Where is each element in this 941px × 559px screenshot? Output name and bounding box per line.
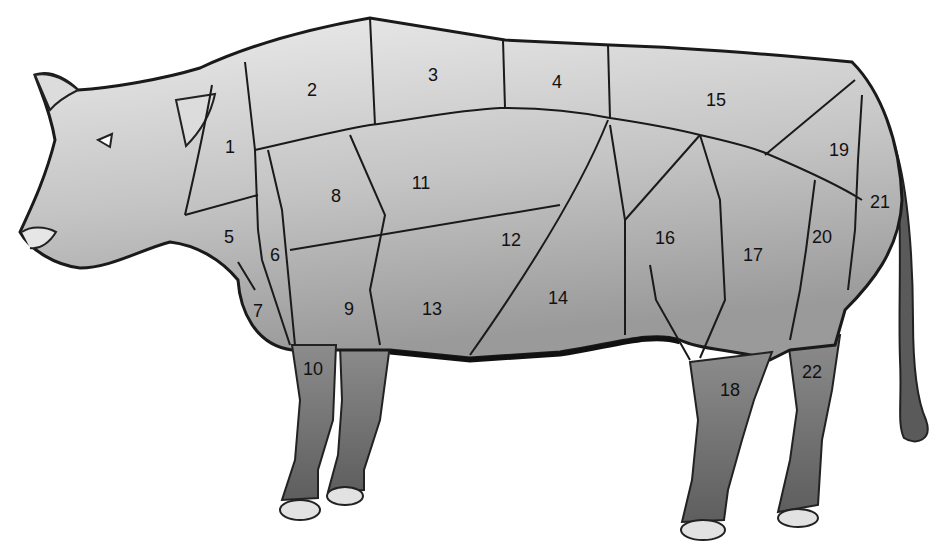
eye	[98, 134, 112, 147]
callout-number: 6	[270, 246, 280, 264]
callout-number: 20	[812, 228, 832, 246]
callout-number: 8	[331, 187, 341, 205]
cut-line	[470, 120, 608, 355]
cow-leg	[778, 335, 840, 512]
hoof	[327, 487, 363, 505]
callout-number: 1	[225, 138, 235, 156]
cut-line	[268, 150, 295, 345]
callout-number: 7	[253, 302, 263, 320]
cut-line	[245, 62, 290, 345]
hoof	[280, 500, 320, 520]
callout-number: 18	[720, 381, 740, 399]
cut-lines	[185, 18, 862, 360]
callout-number: 19	[829, 141, 849, 159]
cut-line	[503, 40, 505, 108]
cut-line	[608, 45, 610, 118]
cut-line	[290, 205, 560, 250]
callout-number: 16	[655, 229, 675, 247]
cut-line	[255, 108, 862, 200]
cow-body	[20, 18, 902, 360]
callout-number: 5	[224, 228, 234, 246]
ear	[35, 74, 78, 110]
callout-number: 14	[548, 289, 568, 307]
callout-number: 11	[412, 174, 431, 192]
belly-outline	[390, 339, 680, 360]
cut-line	[625, 135, 700, 220]
cow-leg	[282, 345, 336, 500]
cut-line	[848, 95, 862, 290]
callout-number: 13	[422, 300, 442, 318]
hoof	[778, 509, 818, 527]
callout-number: 3	[428, 66, 438, 84]
callout-number: 22	[802, 363, 822, 381]
cut-line	[650, 265, 690, 360]
callout-number: 4	[552, 73, 562, 91]
hoof	[681, 520, 725, 540]
nose	[22, 228, 56, 249]
callout-number: 15	[706, 91, 726, 109]
callout-number: 21	[870, 193, 890, 211]
cut-line	[370, 18, 375, 125]
cut-line	[185, 195, 258, 215]
callout-number: 10	[303, 360, 323, 378]
callout-number: 17	[743, 246, 763, 264]
callout-number: 9	[344, 300, 354, 318]
cut-line	[238, 262, 255, 290]
callout-number: 2	[307, 81, 317, 99]
callout-number: 12	[501, 231, 521, 249]
cut-line	[185, 85, 212, 215]
cow-leg	[328, 345, 390, 492]
cow-leg	[682, 352, 772, 522]
cut-line	[790, 180, 815, 340]
cut-line	[700, 135, 725, 358]
cut-line	[610, 125, 625, 335]
